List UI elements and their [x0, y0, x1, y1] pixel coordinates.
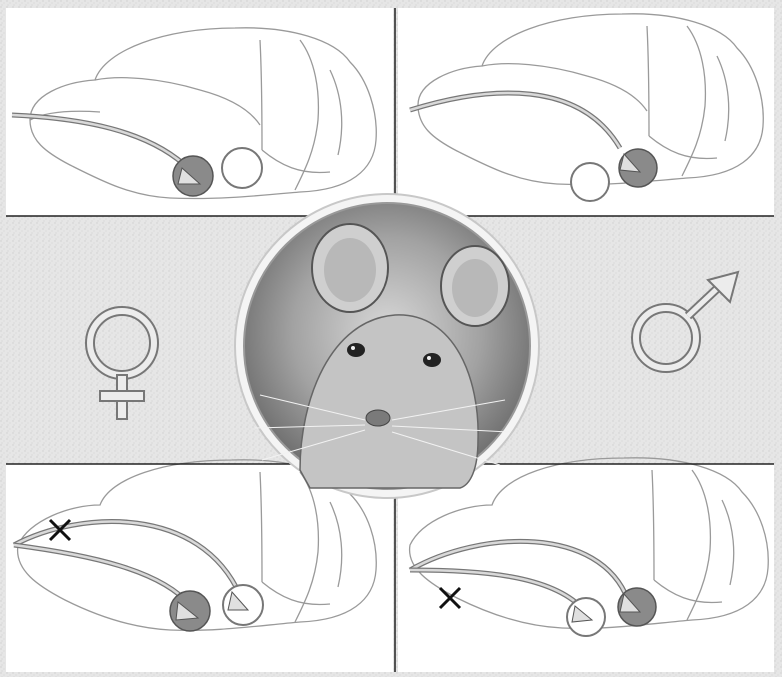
panel-a-left — [6, 8, 393, 216]
target-nucleus-empty — [571, 163, 609, 201]
panel-b-left — [6, 460, 393, 672]
mouse-portrait — [235, 194, 539, 498]
target-nucleus-filled — [173, 156, 213, 196]
target-nucleus-empty — [222, 148, 262, 188]
panel-a-right — [398, 8, 774, 216]
panel-b-right — [398, 458, 774, 672]
